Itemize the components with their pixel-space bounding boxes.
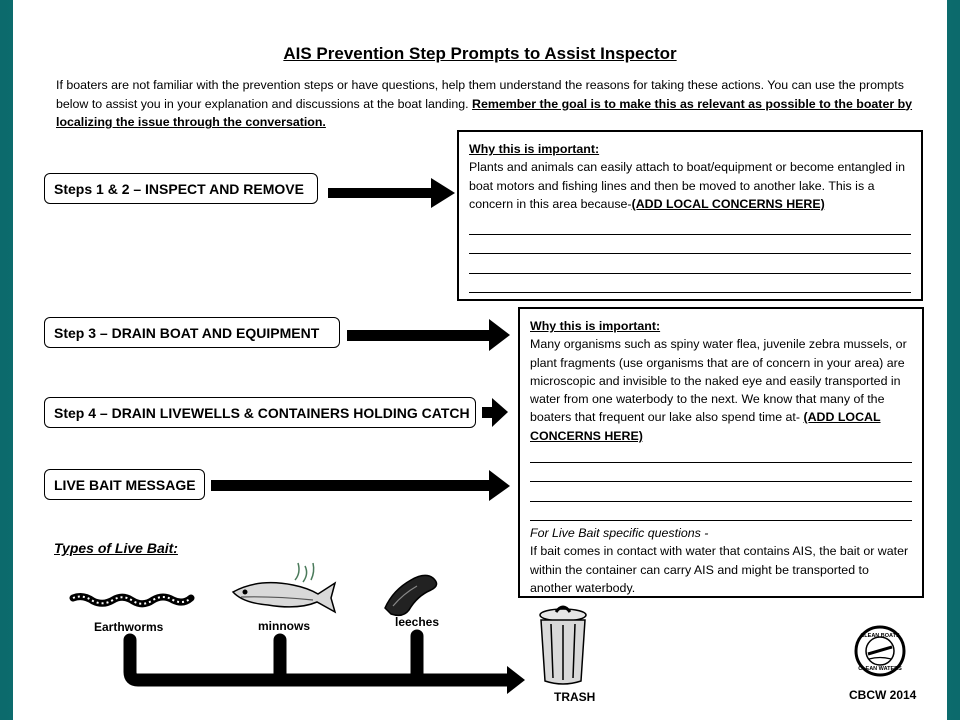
step-3-label: Step 3 – DRAIN BOAT AND EQUIPMENT xyxy=(54,325,320,341)
credit-label: CBCW 2014 xyxy=(849,688,917,702)
graphics-layer: CLEAN BOATS CLEAN WATERS xyxy=(69,178,906,694)
minnows-label: minnows xyxy=(258,619,311,633)
arrow-icon xyxy=(211,470,510,501)
document-page: AIS Prevention Step Prompts to Assist In… xyxy=(13,0,947,720)
flow-pipes xyxy=(123,629,520,687)
box2-live-bait-section: For Live Bait specific questions - If ba… xyxy=(530,524,914,597)
arrow-icon xyxy=(482,398,508,427)
live-bait-body: If bait comes in contact with water that… xyxy=(530,544,909,595)
trash-arrow-icon xyxy=(507,666,525,694)
leeches-label: leeches xyxy=(395,615,440,629)
step-4-box: Step 4 – DRAIN LIVEWELLS & CONTAINERS HO… xyxy=(44,397,476,428)
svg-text:CLEAN BOATS: CLEAN BOATS xyxy=(860,633,900,639)
trash-can-icon xyxy=(539,605,587,685)
clean-boats-logo-icon: CLEAN BOATS CLEAN WATERS xyxy=(854,625,906,677)
step-1-2-label: Steps 1 & 2 – INSPECT AND REMOVE xyxy=(54,181,304,197)
live-bait-heading: For Live Bait specific questions - xyxy=(530,526,709,540)
minnow-icon xyxy=(231,562,337,614)
page-title: AIS Prevention Step Prompts to Assist In… xyxy=(283,44,677,63)
box2-body: Many organisms such as spiny water flea,… xyxy=(530,337,907,443)
trash-label: TRASH xyxy=(554,690,596,704)
box2-blank-lines xyxy=(530,443,912,521)
importance-box-2: Why this is important: Many organisms su… xyxy=(518,307,924,598)
box1-local-concerns: (ADD LOCAL CONCERNS HERE) xyxy=(631,196,825,211)
step-1-2-box: Steps 1 & 2 – INSPECT AND REMOVE xyxy=(44,173,318,204)
step-4-label: Step 4 – DRAIN LIVEWELLS & CONTAINERS HO… xyxy=(54,405,470,421)
box2-heading: Why this is important: xyxy=(530,319,661,333)
leech-icon xyxy=(384,574,438,617)
intro-text: If boaters are not familiar with the pre… xyxy=(56,78,904,111)
earthworms-label: Earthworms xyxy=(94,620,164,634)
arrow-icon xyxy=(347,319,510,351)
importance-box-1: Why this is important: Plants and animal… xyxy=(457,130,923,301)
step-3-box: Step 3 – DRAIN BOAT AND EQUIPMENT xyxy=(44,317,340,348)
box1-body: Plants and animals can easily attach to … xyxy=(469,160,906,211)
intro-emphasis: Remember the goal is to make this as rel… xyxy=(56,96,913,130)
live-bait-label: LIVE BAIT MESSAGE xyxy=(54,477,196,493)
arrow-icon xyxy=(328,178,455,208)
live-bait-box: LIVE BAIT MESSAGE xyxy=(44,469,205,500)
earthworm-icon xyxy=(69,593,195,608)
bait-types-title: Types of Live Bait: xyxy=(54,540,178,556)
box1-blank-lines xyxy=(469,215,911,293)
box2-local-concerns: (ADD LOCAL CONCERNS HERE) xyxy=(530,410,881,443)
svg-text:CLEAN WATERS: CLEAN WATERS xyxy=(858,666,902,672)
intro-paragraph: If boaters are not familiar with the pre… xyxy=(56,76,916,132)
box1-heading: Why this is important: xyxy=(469,142,600,156)
